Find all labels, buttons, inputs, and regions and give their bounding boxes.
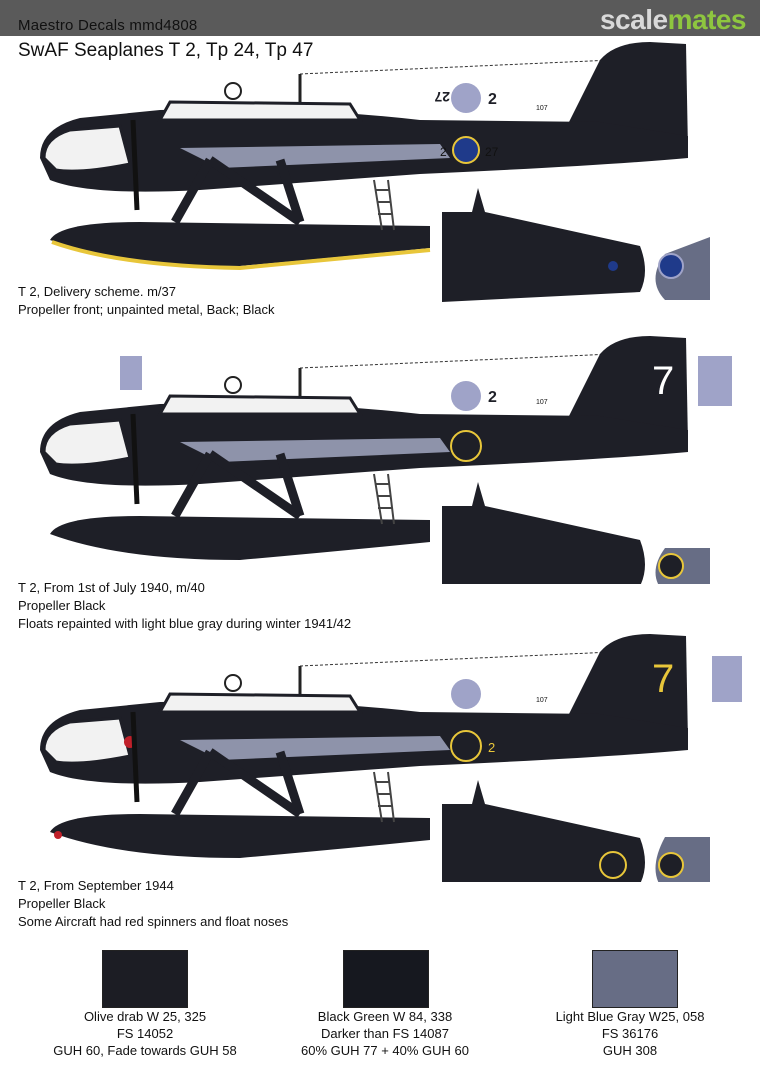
float	[50, 814, 430, 858]
wing-roundel	[451, 83, 481, 113]
swatch-line: GUH 308	[602, 1043, 658, 1058]
fuselage-mark-2: 27	[485, 145, 499, 159]
wing-mark-1: 2	[488, 91, 497, 108]
antenna-wire	[299, 59, 613, 75]
caption-line: Some Aircraft had red spinners and float…	[18, 914, 289, 929]
tailplane-roundel	[608, 261, 618, 271]
swatch-olive-drab	[102, 950, 188, 1008]
scheme-caption-1: T 2, Delivery scheme. m/37 Propeller fro…	[18, 283, 275, 319]
ladder	[373, 473, 395, 525]
fuselage-roundel	[452, 136, 480, 164]
scheme-caption-2: T 2, From 1st of July 1940, m/40 Propell…	[18, 579, 351, 633]
propeller	[130, 711, 140, 803]
aircraft-profile-3: 7 2 107	[40, 634, 742, 882]
propeller	[130, 413, 140, 505]
fin-code-detail	[712, 656, 742, 702]
serial-label: 107	[536, 697, 548, 704]
caption-line: Propeller Black	[18, 598, 106, 613]
float-struts	[171, 156, 305, 226]
float-struts	[171, 450, 305, 520]
float	[50, 516, 430, 560]
caption-line: Propeller front; unpainted metal, Back; …	[18, 302, 275, 317]
caption-line: T 2, From September 1944	[18, 878, 174, 893]
swatch-line: 60% GUH 77 + 40% GUH 60	[301, 1043, 469, 1058]
swatch-line: GUH 60, Fade towards GUH 58	[53, 1043, 237, 1058]
swatch-line: Darker than FS 14087	[321, 1026, 449, 1041]
swatch-line: Black Green W 84, 338	[317, 1009, 453, 1024]
swatch-line: Light Blue Gray W25, 058	[555, 1009, 705, 1024]
fin-code-detail	[698, 356, 732, 406]
antenna-wire	[299, 353, 613, 369]
tailplane-view	[442, 188, 645, 302]
tailplane-view	[442, 780, 645, 882]
float	[50, 222, 430, 266]
antenna-wire	[299, 651, 613, 667]
nose-glazing	[42, 418, 132, 467]
float-struts	[171, 748, 305, 818]
swatch-black-green	[343, 950, 429, 1008]
wing-mark-2: 27	[434, 89, 450, 105]
serial-label: 107	[536, 399, 548, 406]
wing-mark-1: 2	[488, 389, 497, 406]
fin-code: 7	[652, 657, 674, 701]
ladder	[373, 771, 395, 823]
swatch-label-black-green: Black Green W 84, 338 Darker than FS 140…	[260, 1008, 510, 1059]
swatch-label-light-blue-gray: Light Blue Gray W25, 058 FS 36176 GUH 30…	[505, 1008, 755, 1059]
fuselage-roundel	[450, 730, 482, 762]
caption-line: Propeller Black	[18, 896, 106, 911]
fuselage-mark-1: 2	[440, 145, 447, 159]
swatch-light-blue-gray	[592, 950, 678, 1008]
swatch-line: FS 36176	[601, 1026, 659, 1041]
top-bar: Maestro Decals mmd4808 scalemates	[0, 0, 760, 36]
propeller	[130, 119, 140, 211]
tailplane-view	[442, 482, 645, 584]
swatch-line: FS 14052	[116, 1026, 174, 1041]
wing-roundel	[451, 679, 481, 709]
page-title: SwAF Seaplanes T 2, Tp 24, Tp 47	[18, 40, 314, 61]
cockpit-canopy	[157, 692, 363, 714]
ladder	[373, 179, 395, 231]
brand-part2: mates	[667, 4, 747, 35]
loop-antenna	[224, 82, 242, 100]
cockpit-canopy	[157, 394, 363, 416]
caption-line: T 2, Delivery scheme. m/37	[18, 284, 176, 299]
red-float-nose	[54, 831, 62, 839]
aircraft-profile-1: 2 27 2 27 107	[40, 42, 710, 302]
wingtip-roundel	[658, 253, 684, 279]
fin-code: 7	[652, 359, 674, 403]
fuselage-mark-1: 2	[488, 740, 495, 755]
wing-roundel	[451, 381, 481, 411]
scheme-caption-3: T 2, From September 1944 Propeller Black…	[18, 877, 288, 931]
caption-line: Floats repainted with light blue gray du…	[18, 616, 352, 631]
wingtip-roundel	[658, 553, 684, 579]
loop-antenna	[224, 674, 242, 692]
swatch-line: Olive drab W 25, 325	[83, 1009, 207, 1024]
nose-glazing	[42, 716, 132, 765]
caption-line: T 2, From 1st of July 1940, m/40	[18, 580, 205, 595]
wing-underside	[180, 438, 450, 462]
swatch-label-olive-drab: Olive drab W 25, 325 FS 14052 GUH 60, Fa…	[20, 1008, 270, 1059]
wingtip-roundel	[658, 852, 684, 878]
cockpit-canopy	[157, 100, 363, 122]
scalemates-logo: scalemates	[599, 4, 747, 36]
wing-underside	[180, 736, 450, 760]
nose-glazing	[42, 124, 132, 173]
brand-part1: scale	[599, 4, 668, 35]
maker-label: Maestro Decals mmd4808	[18, 17, 198, 34]
aircraft-profile-2: 7 2 107	[40, 336, 732, 584]
loop-antenna	[224, 376, 242, 394]
fin-code-detail	[120, 356, 142, 390]
fuselage-roundel	[450, 430, 482, 462]
float-stripe	[51, 240, 431, 271]
serial-label: 107	[536, 105, 548, 112]
wing-underside	[180, 144, 450, 168]
tailplane-roundel	[599, 851, 627, 879]
